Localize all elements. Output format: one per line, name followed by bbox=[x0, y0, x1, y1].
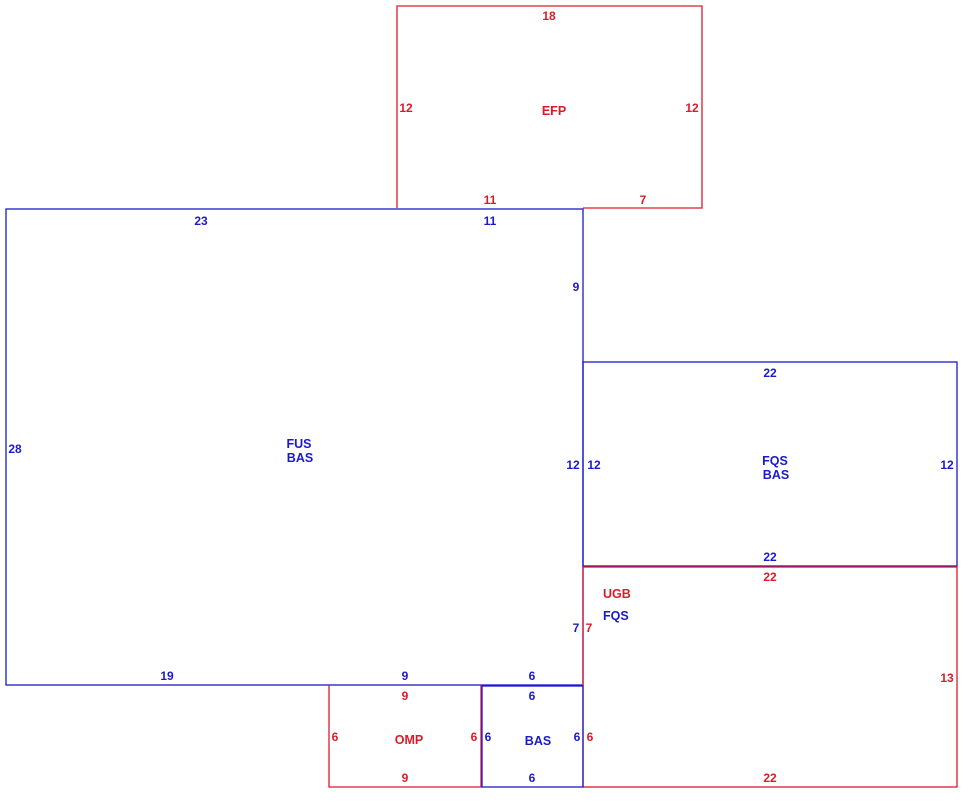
fqs-bottom-dimension: 22 bbox=[763, 550, 777, 564]
ugb-outline bbox=[582, 566, 958, 788]
omp-left-dimension: 6 bbox=[332, 730, 339, 744]
omp-right-dimension: 6 bbox=[471, 730, 478, 744]
omp-top-dimension: 9 bbox=[402, 689, 409, 703]
fqs-left-dimension: 12 bbox=[587, 458, 601, 472]
fqs-area-type: BAS bbox=[763, 468, 789, 482]
fqs-right-dimension: 12 bbox=[940, 458, 954, 472]
fus-top-right-dimension: 11 bbox=[484, 214, 497, 228]
area-omp: 9 6 6 9 OMP bbox=[328, 685, 482, 788]
bas-left-dimension: 6 bbox=[485, 730, 492, 744]
fus-bottom-middle-dimension: 9 bbox=[402, 669, 409, 683]
omp-area-name: OMP bbox=[395, 733, 423, 747]
fqs-area-name: FQS bbox=[762, 454, 788, 468]
omp-outline bbox=[328, 685, 482, 788]
fus-bottom-right-dimension: 6 bbox=[529, 669, 536, 683]
fus-bottom-left-dimension: 19 bbox=[160, 669, 174, 683]
ugb-area-name: UGB bbox=[603, 587, 631, 601]
area-fqs: 22 12 12 22 FQS BAS bbox=[582, 361, 958, 567]
efp-top-dimension: 18 bbox=[542, 9, 556, 23]
efp-area-name: EFP bbox=[542, 104, 566, 118]
bas-right-dimension: 6 bbox=[574, 730, 581, 744]
efp-bottom-right-dimension: 7 bbox=[640, 193, 647, 207]
omp-bottom-dimension: 9 bbox=[402, 771, 409, 785]
efp-left-dimension: 12 bbox=[399, 101, 413, 115]
fus-right-middle-dimension: 12 bbox=[566, 458, 580, 472]
fus-right-upper-dimension: 9 bbox=[573, 280, 580, 294]
bas-top-dimension: 6 bbox=[529, 689, 536, 703]
area-fus: 23 11 28 9 12 7 19 9 6 FUS BAS bbox=[5, 208, 584, 686]
fus-area-type: BAS bbox=[287, 451, 313, 465]
ugb-left-dimension: 7 bbox=[586, 621, 593, 635]
ugb-area-type: FQS bbox=[603, 609, 629, 623]
efp-outline bbox=[396, 5, 703, 209]
fus-area-name: FUS bbox=[287, 437, 312, 451]
efp-bottom-left-dimension: 11 bbox=[484, 193, 497, 207]
bas-bottom-dimension: 6 bbox=[529, 771, 536, 785]
area-bas: 6 6 6 6 BAS bbox=[481, 685, 584, 788]
efp-right-dimension: 12 bbox=[685, 101, 699, 115]
fqs-top-dimension: 22 bbox=[763, 366, 777, 380]
bas-area-name: BAS bbox=[525, 734, 551, 748]
ugb-right-dimension: 13 bbox=[940, 671, 954, 685]
fus-top-left-dimension: 23 bbox=[194, 214, 208, 228]
bas-outline bbox=[481, 685, 584, 788]
fus-left-dimension: 28 bbox=[8, 442, 22, 456]
ugb-left-lower-dimension: 6 bbox=[587, 730, 594, 744]
ugb-top-dimension: 22 bbox=[763, 570, 777, 584]
ugb-bottom-dimension: 22 bbox=[763, 771, 777, 785]
fqs-outline bbox=[582, 361, 958, 567]
area-ugb: 22 7 6 13 22 UGB FQS bbox=[582, 566, 958, 788]
fus-right-lower-dimension: 7 bbox=[573, 621, 580, 635]
area-efp: 18 12 12 11 7 EFP bbox=[396, 5, 703, 209]
